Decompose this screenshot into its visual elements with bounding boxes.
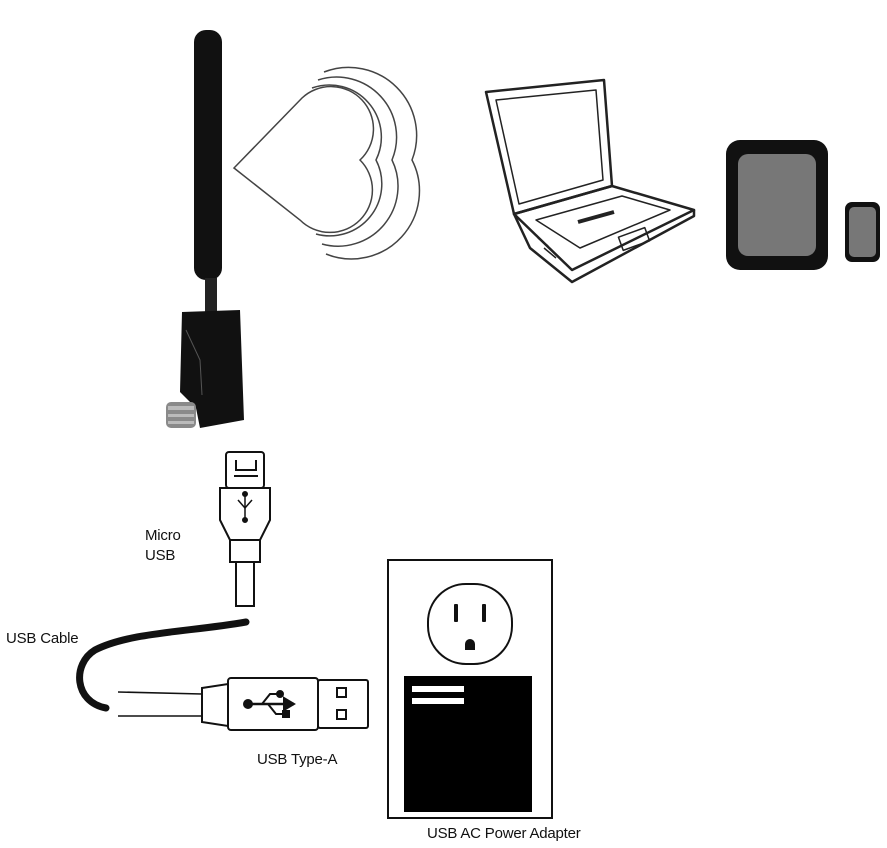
usb-type-a-label: USB Type-A bbox=[257, 751, 338, 768]
antenna-icon bbox=[166, 30, 244, 428]
micro-usb-label-line2: USB bbox=[145, 547, 176, 564]
usb-cable-label: USB Cable bbox=[6, 630, 79, 647]
usb-cable bbox=[76, 618, 250, 717]
usb-ac-power-adapter-label: USB AC Power Adapter bbox=[427, 825, 581, 842]
micro-usb-label: Micro USB bbox=[145, 526, 181, 566]
power-adapter-icon bbox=[404, 676, 532, 812]
micro-usb-label-line1: Micro bbox=[145, 527, 181, 544]
wifi-signal-icon bbox=[232, 66, 421, 260]
phone-icon bbox=[845, 202, 880, 262]
usb-type-a-plug-icon bbox=[201, 677, 369, 731]
laptop-icon bbox=[484, 78, 696, 284]
micro-usb-plug-icon bbox=[219, 451, 271, 607]
tablet-icon bbox=[726, 140, 828, 270]
